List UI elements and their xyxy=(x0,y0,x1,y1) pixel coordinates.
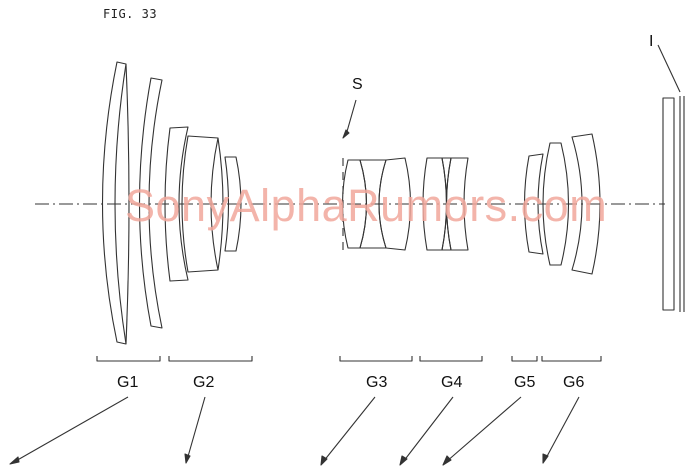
group-label-g2: G2 xyxy=(193,374,215,391)
group-label-g1: G1 xyxy=(117,374,139,391)
stop-label: S xyxy=(352,76,363,93)
watermark: SonyAlphaRumors.com xyxy=(125,180,608,231)
lens-group-g4 xyxy=(422,157,469,251)
group-label-g3: G3 xyxy=(366,374,388,391)
group-label-g5: G5 xyxy=(514,374,536,391)
lens-group-g2 xyxy=(164,126,242,282)
group-arrows xyxy=(9,396,580,466)
group-brackets xyxy=(96,356,602,362)
group-label-g4: G4 xyxy=(441,374,463,391)
group-label-g6: G6 xyxy=(563,374,585,391)
figure-title: FIG. 33 xyxy=(103,7,158,21)
lens-group-g5 xyxy=(523,153,544,255)
lens-group-g6 xyxy=(542,133,601,275)
image-plane xyxy=(662,96,685,312)
stop-arrow xyxy=(342,99,357,139)
lens-group-g3 xyxy=(341,157,412,251)
image-plane-label: I xyxy=(649,33,654,50)
image-plane-pointer xyxy=(657,44,681,93)
lens-group-g1 xyxy=(102,61,163,345)
